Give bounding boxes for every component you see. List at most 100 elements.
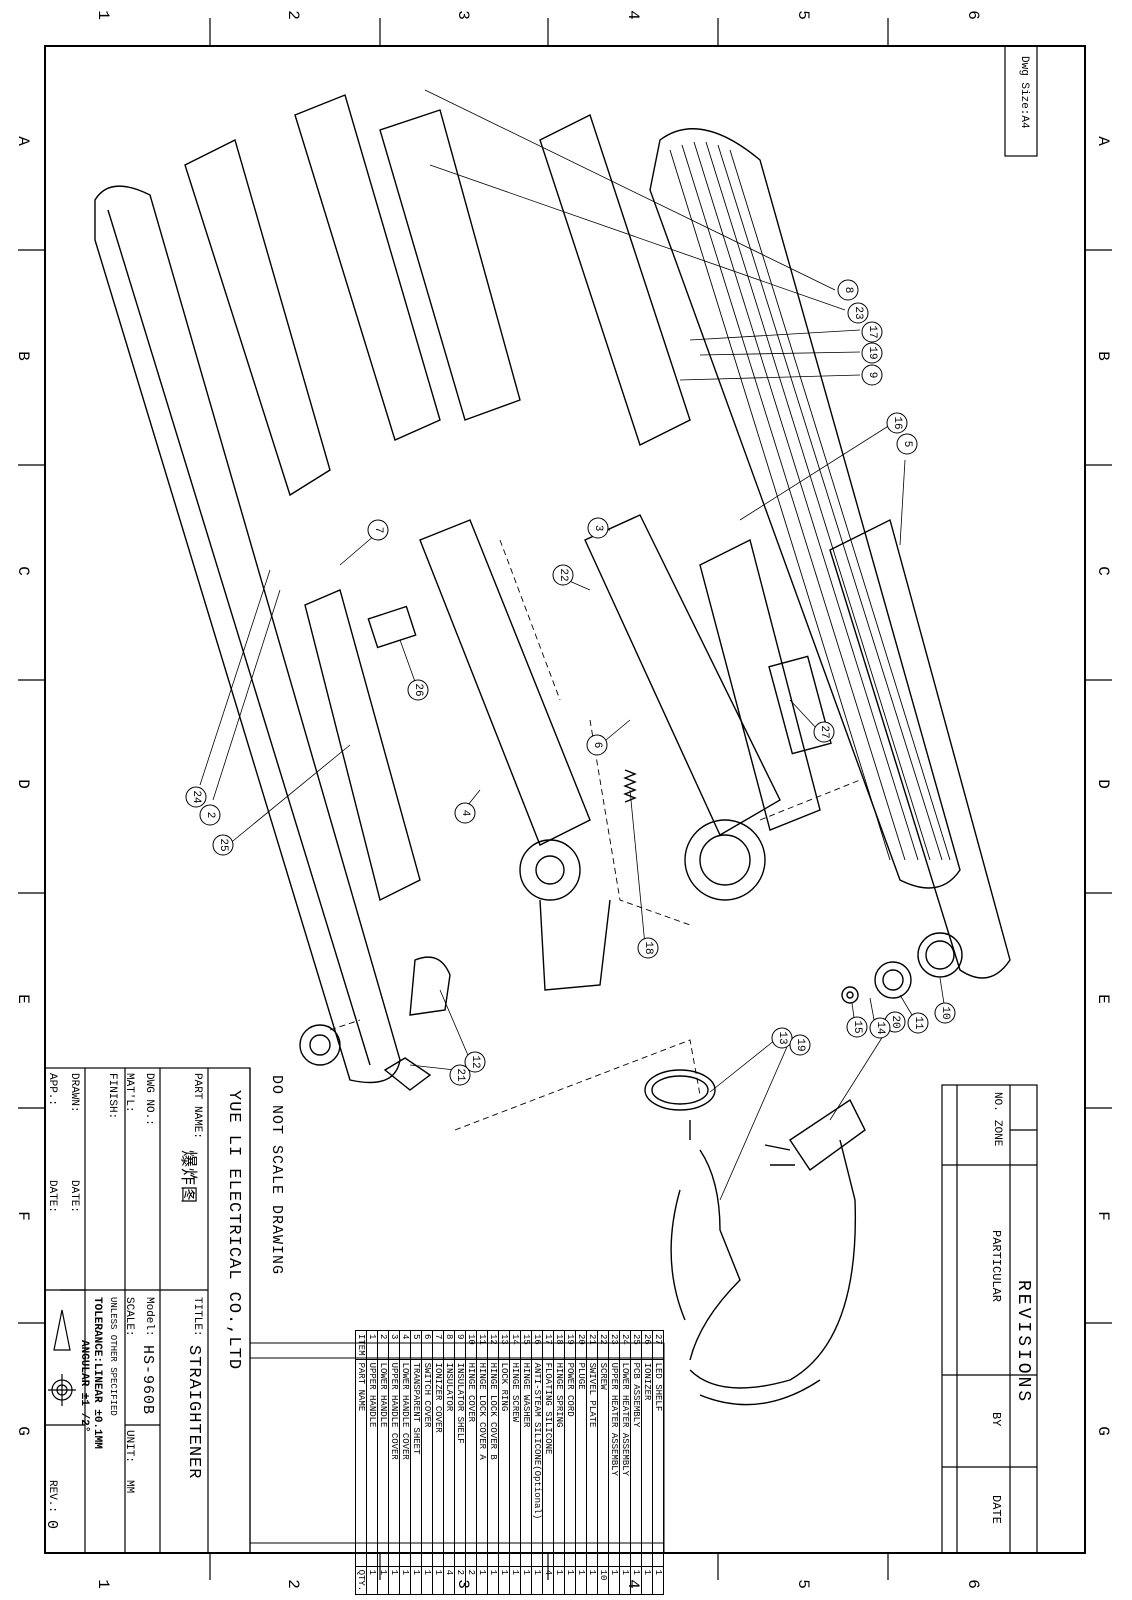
parts-item-no: 27: [652, 1330, 664, 1360]
zone-row-label: C: [1093, 566, 1112, 576]
balloon-label: 22: [557, 568, 569, 581]
parts-item-name: HINGE LOCK COVER A: [476, 1359, 488, 1567]
parts-item-no: 15: [520, 1330, 532, 1360]
company-name: YUE LI ELECTRICAL CO.,LTD: [224, 1090, 243, 1371]
parts-item-no: 13: [498, 1330, 510, 1360]
parts-item-qty: 1: [476, 1566, 488, 1595]
zone-col-label: 4: [623, 10, 642, 20]
balloon-label: 2: [204, 812, 216, 819]
balloon-circle: [896, 433, 918, 455]
balloon-label: 13: [776, 1031, 788, 1044]
zone-row-label: A: [1093, 136, 1112, 146]
balloon-label: 7: [372, 527, 384, 534]
parts-item-name: TRANSPARENT SHEET: [410, 1359, 422, 1567]
balloon-circle: [837, 279, 859, 301]
balloon-circle: [454, 802, 476, 824]
parts-item-no: 6: [421, 1330, 433, 1360]
balloon-circle: [587, 517, 609, 539]
balloon-label: 20: [889, 1015, 901, 1028]
parts-item-qty: 1: [564, 1566, 576, 1595]
model-value: HS-960B: [139, 1345, 156, 1416]
tolerance-linear: TOLERANCE:LINEAR ±0.1MM: [91, 1297, 103, 1449]
projection-symbol: [48, 1309, 76, 1406]
balloon-circle: [886, 412, 908, 434]
parts-item-name: LOWER HANDLE: [377, 1359, 389, 1567]
parts-item-no: 4: [399, 1330, 411, 1360]
zone-row-label: E: [13, 994, 32, 1004]
balloon-circle: [771, 1027, 793, 1049]
parts-item-name: LOWER HANDLE COVER: [399, 1359, 411, 1567]
parts-item-qty: 1: [366, 1566, 378, 1595]
parts-item-qty: 1: [498, 1566, 510, 1595]
balloon-label: 3: [592, 525, 604, 532]
drawn-date-label: DATE:: [68, 1180, 80, 1214]
parts-item-name: HINGE WASHER: [520, 1359, 532, 1567]
balloon-circle: [199, 804, 221, 826]
zone-row-label: D: [1093, 779, 1112, 789]
zone-col-label: 1: [93, 1579, 112, 1589]
model-label: Model:: [143, 1297, 155, 1337]
parts-item-name: HINGE LOCK COVER B: [487, 1359, 499, 1567]
parts-item-name: UPPER HANDLE COVER: [388, 1359, 400, 1567]
zone-col-label: 6: [963, 10, 982, 20]
balloon-circle: [407, 679, 429, 701]
parts-item-qty: 1: [421, 1566, 433, 1595]
balloon-circle: [861, 364, 883, 386]
parts-item-no: 2: [377, 1330, 389, 1360]
parts-item-no: 10: [465, 1330, 477, 1360]
zone-row-label: B: [1093, 351, 1112, 361]
balloon-label: 12: [469, 1055, 481, 1068]
part-name-value: 爆炸图: [177, 1150, 196, 1204]
unit-value: MM: [123, 1480, 135, 1494]
matl-label: MAT'L:: [123, 1073, 135, 1113]
parts-item-qty: 1: [619, 1566, 631, 1595]
parts-item-no: 17: [542, 1330, 554, 1360]
balloon-circle: [934, 1002, 956, 1024]
parts-item-no: 7: [432, 1330, 444, 1360]
parts-item-name: LED SHELF: [652, 1359, 664, 1567]
parts-item-qty: 1: [487, 1566, 499, 1595]
parts-item-qty: 2: [454, 1566, 466, 1595]
balloon-label: 25: [217, 838, 229, 851]
parts-item-no: 26: [641, 1330, 653, 1360]
parts-item-qty: 1: [575, 1566, 587, 1595]
parts-item-name: PLUGE: [575, 1359, 587, 1567]
balloon-circle: [861, 321, 883, 343]
balloon-circle: [637, 937, 659, 959]
app-date-label: DATE:: [46, 1180, 58, 1214]
balloon-circle: [449, 1064, 471, 1086]
parts-item-name: FLOATING SILICONE: [542, 1359, 554, 1567]
zone-col-label: 6: [963, 1579, 982, 1589]
rev-label: REV.:: [46, 1480, 58, 1514]
dwg-size-label: Dwg Size:A4: [1018, 56, 1030, 129]
revisions-title: REVISIONS: [1013, 1280, 1033, 1405]
zone-col-label: 3: [453, 10, 472, 20]
balloon-circle: [907, 1012, 929, 1034]
title-value: STRAIGHTENER: [184, 1345, 203, 1480]
parts-item-qty: 1: [608, 1566, 620, 1595]
rev-header-particular: PARTICULAR: [989, 1230, 1003, 1303]
zone-row-label: F: [13, 1211, 32, 1221]
balloon-circle: [813, 721, 835, 743]
parts-header-item: ITEM: [355, 1330, 367, 1360]
parts-item-qty: 1: [586, 1566, 598, 1595]
parts-item-no: 12: [487, 1330, 499, 1360]
balloon-circle: [552, 564, 574, 586]
balloon-label: 17: [866, 325, 878, 338]
zone-row-label: C: [13, 566, 32, 576]
parts-item-no: 3: [388, 1330, 400, 1360]
zone-col-label: 2: [283, 1579, 302, 1589]
